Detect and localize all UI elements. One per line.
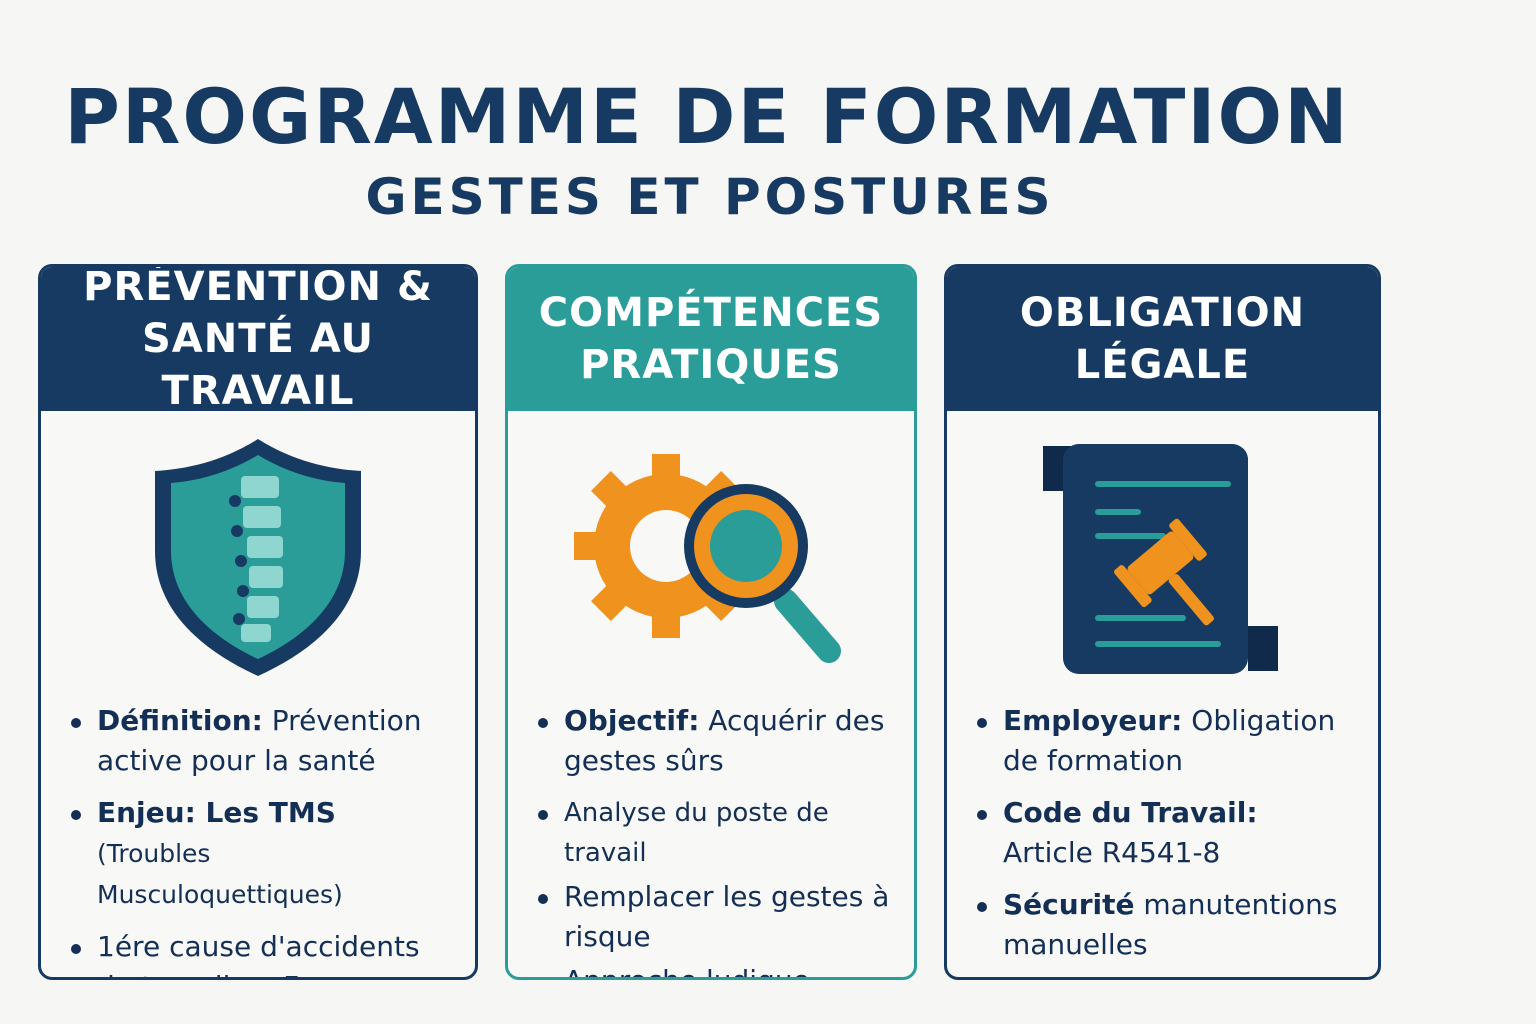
card-competences: COMPÉTENCES PRATIQUES Objectif: Acquérir … bbox=[505, 264, 917, 980]
card-title-line: COMPÉTENCES bbox=[538, 290, 884, 336]
list-item: Objectif: Acquérir des gestes sûrs bbox=[536, 701, 894, 781]
list-item: Remplacer les gestes à risque bbox=[536, 877, 894, 957]
list-item: Définition: Prévention active pour la sa… bbox=[69, 701, 455, 781]
card-title-line: LÉGALE bbox=[1074, 342, 1251, 388]
card-prevention: PRÉVENTION & SANTÉ AU TRAVAIL Définition:… bbox=[38, 264, 478, 980]
card-title-line: SANTÉ AU TRAVAIL bbox=[142, 316, 374, 414]
list-item: 1ére cause d'accidents du travail en Fra… bbox=[69, 927, 455, 977]
card-header: COMPÉTENCES PRATIQUES bbox=[508, 267, 914, 411]
card-obligation: OBLIGATION LÉGALE Employeur: Obligation d… bbox=[944, 264, 1381, 980]
bullet-list: Employeur: Obligation de formation Code … bbox=[947, 701, 1378, 965]
list-item: Enjeu: Les TMS(Troubles Musculoquettique… bbox=[69, 793, 455, 915]
bullet-list: Objectif: Acquérir des gestes sûrs Analy… bbox=[508, 701, 914, 977]
card-title-line: OBLIGATION bbox=[1019, 290, 1306, 336]
list-item: Code du Travail:Article R4541-8 bbox=[975, 793, 1358, 873]
page-subtitle: GESTES ET POSTURES bbox=[365, 168, 1055, 226]
card-header: PRÉVENTION & SANTÉ AU TRAVAIL bbox=[41, 264, 475, 414]
card-header: OBLIGATION LÉGALE bbox=[947, 267, 1378, 411]
card-title-line: PRATIQUES bbox=[580, 342, 842, 388]
list-item: Employeur: Obligation de formation bbox=[975, 701, 1358, 781]
list-item: Approche ludique bbox=[536, 961, 894, 977]
card-title-line: PRÉVENTION & bbox=[83, 264, 433, 310]
legal-scroll-gavel-icon bbox=[947, 411, 1378, 701]
bullet-list: Définition: Prévention active pour la sa… bbox=[41, 701, 475, 977]
list-item: Sécurité manutentions manuelles bbox=[975, 885, 1358, 965]
list-item: Analyse du poste de travail bbox=[536, 793, 894, 873]
page-title: PROGRAMME DE FORMATION bbox=[64, 72, 1350, 161]
shield-spine-icon bbox=[41, 411, 475, 701]
gear-magnifier-icon bbox=[508, 411, 914, 701]
